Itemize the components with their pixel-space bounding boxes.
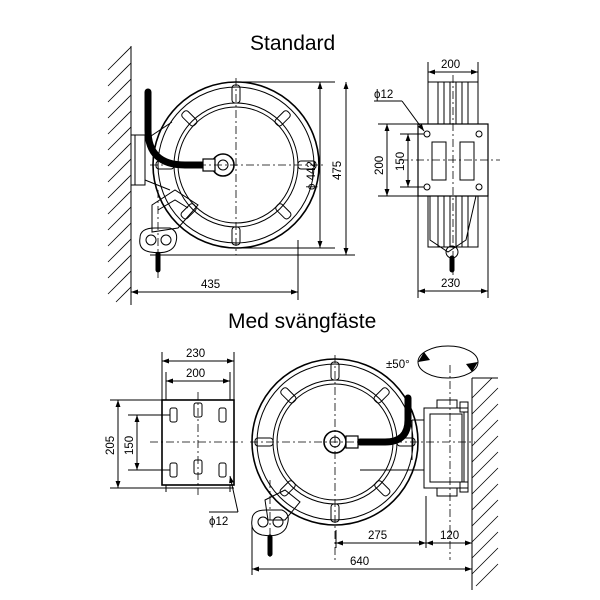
standard-side-dimensions: 200 ϕ12 200 150 230 <box>374 59 489 298</box>
dim-std-side-200-top: 200 <box>441 59 460 71</box>
dim-sw-275: 275 <box>368 530 387 542</box>
dim-std-side-hole-12: ϕ12 <box>374 89 393 101</box>
dim-std-height-475: 475 <box>332 161 344 180</box>
dim-sw-bracket-hole-12: ϕ12 <box>209 516 228 528</box>
swivel-bracket-dimensions: 230 200 205 150 ϕ12 <box>105 348 239 528</box>
swivel-wall <box>471 377 499 590</box>
dim-sw-120: 120 <box>440 530 459 542</box>
dim-sw-angle: ±50° <box>386 359 410 371</box>
dim-std-side-150: 150 <box>395 152 407 171</box>
standard-wall <box>107 46 132 305</box>
swivel-title: Med svängfäste <box>228 310 376 333</box>
dim-sw-bracket-230: 230 <box>186 348 205 360</box>
swivel-reel-front <box>250 355 475 560</box>
dim-sw-bracket-150: 150 <box>124 436 136 455</box>
dim-std-side-230: 230 <box>441 278 460 290</box>
standard-dimensions: 435 ϕ 442 475 <box>131 81 355 300</box>
standard-reel-side <box>400 75 500 280</box>
swivel-dimensions: 275 120 640 <box>251 496 473 575</box>
swivel-bracket-plate <box>150 392 245 495</box>
swivel-rotation-indicator: ±50° <box>386 345 479 379</box>
dim-sw-bracket-200: 200 <box>186 368 205 380</box>
dim-std-side-200-left: 200 <box>374 156 386 175</box>
dim-std-width-435: 435 <box>201 279 220 291</box>
standard-title: Standard <box>250 32 335 55</box>
dim-sw-640: 640 <box>350 556 369 568</box>
dim-sw-bracket-205: 205 <box>105 436 117 455</box>
dim-std-dia-442: ϕ 442 <box>306 161 318 190</box>
